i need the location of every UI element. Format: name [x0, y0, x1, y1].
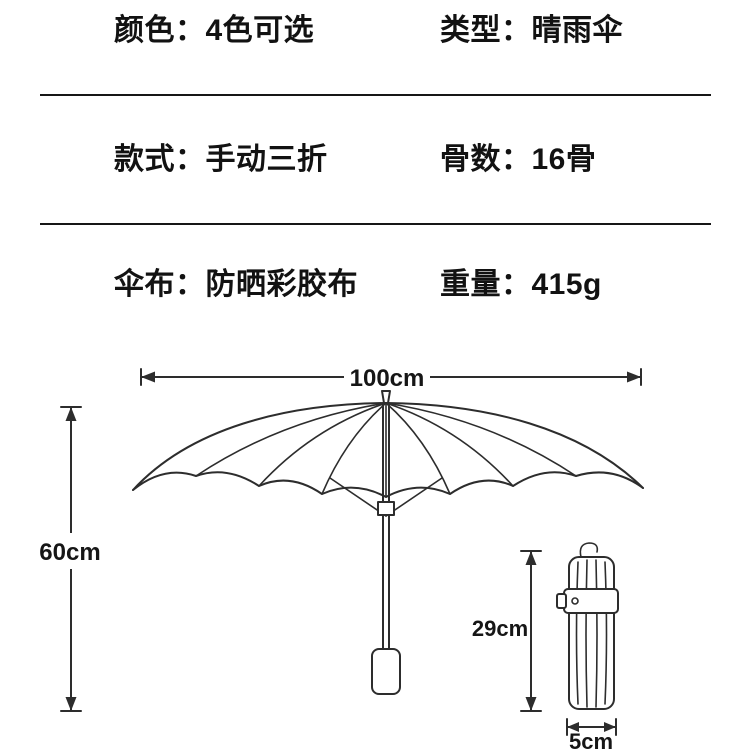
umbrella-rib: [195, 402, 387, 477]
arrowhead-right: [604, 722, 616, 732]
umbrella-rib: [258, 402, 387, 487]
umbrella-rib: [385, 402, 577, 477]
umbrella-rib: [385, 402, 451, 495]
folded-height-label: 29cm: [472, 616, 528, 641]
folded-umbrella-drawing: [556, 542, 619, 710]
pole-runner: [377, 501, 395, 516]
umbrella-rib: [321, 402, 387, 495]
pleat-stripe: [604, 561, 608, 705]
spec-ribs: 骨数：16骨: [440, 143, 597, 176]
umbrella-finial: [381, 390, 391, 404]
band-tab: [556, 593, 567, 609]
divider: [40, 223, 711, 225]
open-umbrella-drawing: [132, 390, 644, 695]
open-height-label: 60cm: [39, 539, 100, 566]
folded-strap-loop: [579, 542, 599, 558]
arrowhead-left: [141, 371, 155, 383]
umbrella-stretcher: [329, 477, 387, 517]
folded-width-dimension: 5cm: [566, 718, 617, 750]
umbrella-rib: [385, 402, 514, 487]
spec-fabric: 伞布：防晒彩胶布: [114, 268, 358, 301]
pleat-stripe: [575, 561, 579, 705]
arrowhead-top: [525, 551, 537, 565]
pleat-stripe: [585, 559, 588, 708]
open-height-dimension: 60cm: [36, 406, 106, 712]
spec-color: 颜色：4色可选: [114, 14, 315, 47]
folded-width-label: 5cm: [569, 729, 613, 750]
umbrella-stretcher: [385, 477, 443, 517]
band-stud: [571, 597, 579, 605]
arrowhead-left: [567, 722, 579, 732]
spec-style: 款式：手动三折: [114, 143, 328, 176]
arrowhead-top: [65, 407, 77, 421]
label-backdrop: [344, 359, 430, 395]
arrowhead-bottom: [525, 697, 537, 711]
open-width-label: 100cm: [350, 365, 425, 392]
arrowhead-bottom: [65, 697, 77, 711]
label-backdrop: [36, 533, 106, 569]
folded-height-dimension: 29cm: [472, 550, 542, 712]
spec-weight: 重量：415g: [440, 268, 602, 301]
arrowhead-right: [627, 371, 641, 383]
umbrella-handle: [371, 648, 401, 695]
pleat-stripe: [595, 559, 598, 708]
open-width-dimension: 100cm: [140, 359, 642, 395]
divider: [40, 94, 711, 96]
umbrella-dimension-diagram: 100cm: [36, 359, 644, 750]
spec-type: 类型：晴雨伞: [440, 14, 623, 47]
